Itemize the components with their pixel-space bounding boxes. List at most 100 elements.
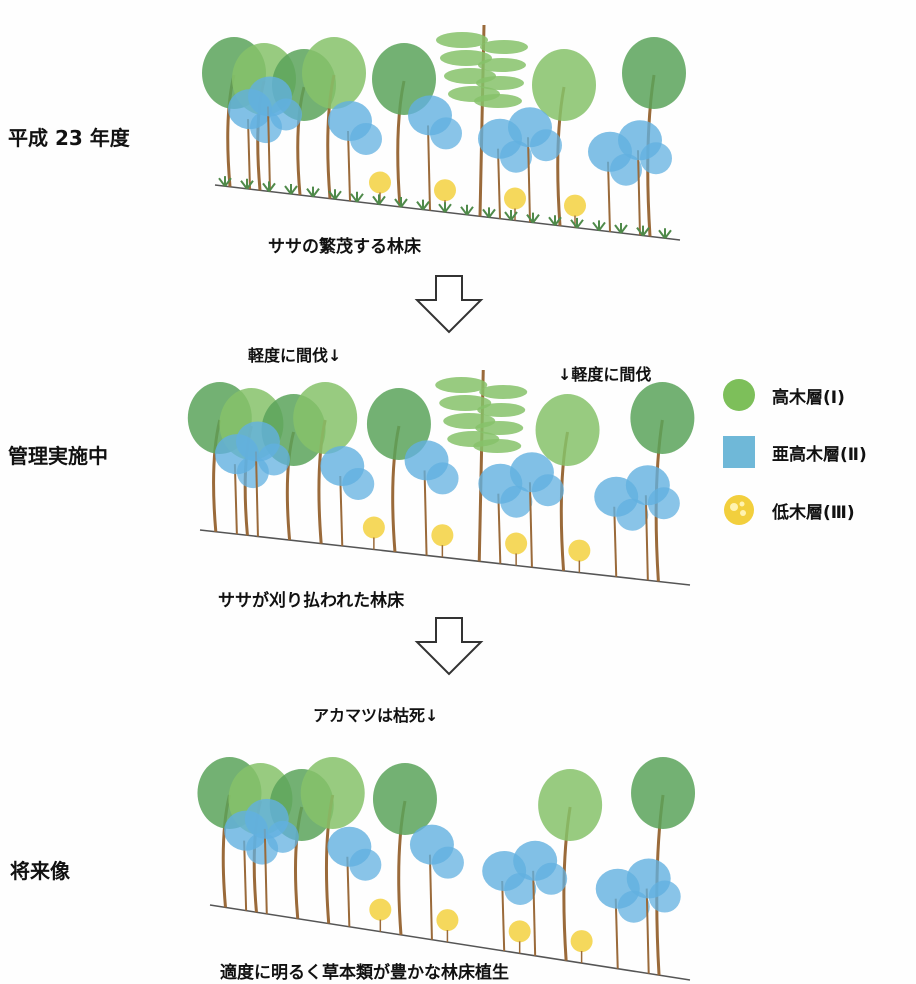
subcanopy-trunk — [423, 470, 428, 556]
bamboo-grass — [262, 181, 276, 192]
bamboo-grass — [328, 189, 342, 200]
bamboo-grass — [306, 186, 320, 198]
subcanopy-trunk — [243, 840, 248, 911]
shrub-crown — [362, 516, 385, 539]
subcanopy-crown — [648, 880, 681, 913]
ground-line — [209, 904, 691, 981]
shrub-crown — [369, 898, 392, 921]
subcanopy-crown — [430, 117, 462, 150]
pine-branch — [440, 50, 492, 66]
subcanopy-crown — [426, 462, 459, 495]
subcanopy-trunk — [267, 106, 271, 192]
subcanopy-trunk — [428, 854, 433, 940]
subcanopy-crown — [350, 122, 382, 155]
subcanopy-trunk — [346, 856, 351, 927]
shrub-crown — [505, 532, 528, 555]
legend-label-canopy: 高木層(Ⅰ) — [772, 388, 845, 408]
subcanopy-trunk — [427, 125, 431, 211]
subcanopy-trunk — [247, 119, 251, 190]
bamboo-grass — [394, 197, 408, 208]
shrub-crown — [436, 909, 459, 932]
pine-branch — [480, 40, 528, 54]
bamboo-grass — [372, 194, 386, 205]
bamboo-grass — [658, 228, 672, 239]
subcanopy-trunk — [645, 888, 650, 974]
pine-branch — [473, 439, 522, 453]
subcanopy-trunk — [613, 506, 618, 577]
subcanopy-trunk — [497, 493, 502, 564]
bamboo-grass — [482, 207, 496, 219]
note-pine-dieback: アカマツは枯死↓ — [313, 706, 439, 725]
caption-cleared-floor: ササが刈り払われた林床 — [218, 591, 405, 611]
subcanopy-trunk — [607, 161, 611, 232]
canopy-crown — [372, 763, 437, 835]
subcanopy-trunk — [527, 137, 531, 223]
shrub-crown — [564, 194, 586, 217]
subcanopy-crown — [431, 846, 464, 879]
canopy-crown — [631, 757, 696, 829]
pine-branch — [476, 76, 524, 90]
pine-branch — [477, 403, 526, 417]
canopy-crown — [622, 37, 686, 109]
canopy-crown — [535, 394, 600, 466]
canopy-crown — [532, 49, 596, 121]
subcanopy-trunk — [254, 451, 259, 537]
caption-future-floor: 適度に明るく草本類が豊かな林床植生 — [220, 963, 509, 983]
bamboo-grass — [504, 210, 518, 221]
subcanopy-swatch-icon — [723, 436, 755, 468]
shrub-crown — [504, 187, 526, 210]
legend-label-shrub: 低木層(Ⅲ) — [772, 503, 855, 523]
subcanopy-trunk — [497, 148, 501, 219]
subcanopy-trunk — [644, 495, 649, 581]
subcanopy-crown — [617, 890, 650, 923]
stage-label-2011: 平成 23 年度 — [8, 126, 130, 150]
bamboo-grass — [636, 225, 650, 237]
bamboo-grass — [284, 183, 298, 195]
bamboo-grass — [548, 215, 562, 226]
note-thinning-left: 軽度に間伐↓ — [248, 346, 342, 365]
shrub-crown — [431, 524, 454, 547]
shrub-crown — [568, 539, 591, 562]
bamboo-grass — [460, 204, 474, 216]
bamboo-grass — [570, 217, 584, 229]
legend-label-subcanopy: 亜高木層(Ⅱ) — [772, 445, 867, 465]
bamboo-grass — [526, 212, 540, 224]
legend-item-subcanopy: 亜高木層(Ⅱ) — [722, 432, 912, 472]
pine-branch — [479, 385, 528, 399]
pine-branch — [474, 94, 522, 108]
canopy-crown — [293, 382, 358, 454]
canopy-crown — [300, 757, 365, 829]
shrub-crown — [369, 171, 391, 194]
bamboo-grass — [218, 176, 232, 187]
shrub-crown — [570, 930, 593, 953]
note-thinning-right: ↓軽度に間伐 — [558, 365, 652, 384]
canopy-crown — [630, 382, 695, 454]
ground-line — [214, 184, 681, 241]
bamboo-grass — [614, 223, 628, 234]
stage-label-future: 将来像 — [10, 859, 70, 883]
shrub-crown — [508, 920, 531, 943]
subcanopy-crown — [257, 443, 290, 476]
subcanopy-crown — [349, 848, 382, 881]
canopy-swatch-icon — [723, 379, 755, 411]
bamboo-grass — [416, 199, 430, 211]
bamboo-grass — [592, 220, 606, 232]
subcanopy-trunk — [263, 828, 268, 914]
subcanopy-crown — [500, 485, 533, 518]
subcanopy-trunk — [614, 898, 619, 969]
subcanopy-trunk — [233, 464, 238, 535]
bamboo-grass — [350, 191, 364, 203]
legend-item-shrub: 低木層(Ⅲ) — [722, 490, 912, 530]
subcanopy-trunk — [637, 150, 641, 236]
ground-line — [199, 529, 691, 586]
subcanopy-crown — [530, 129, 562, 162]
subcanopy-crown — [342, 467, 375, 500]
subcanopy-crown — [616, 498, 649, 531]
subcanopy-crown — [535, 862, 568, 895]
subcanopy-trunk — [501, 880, 506, 951]
canopy-crown — [366, 388, 431, 460]
pine-branch — [439, 395, 492, 411]
pine-branch — [436, 32, 488, 48]
subcanopy-crown — [640, 142, 672, 175]
pine-branch — [435, 377, 488, 393]
